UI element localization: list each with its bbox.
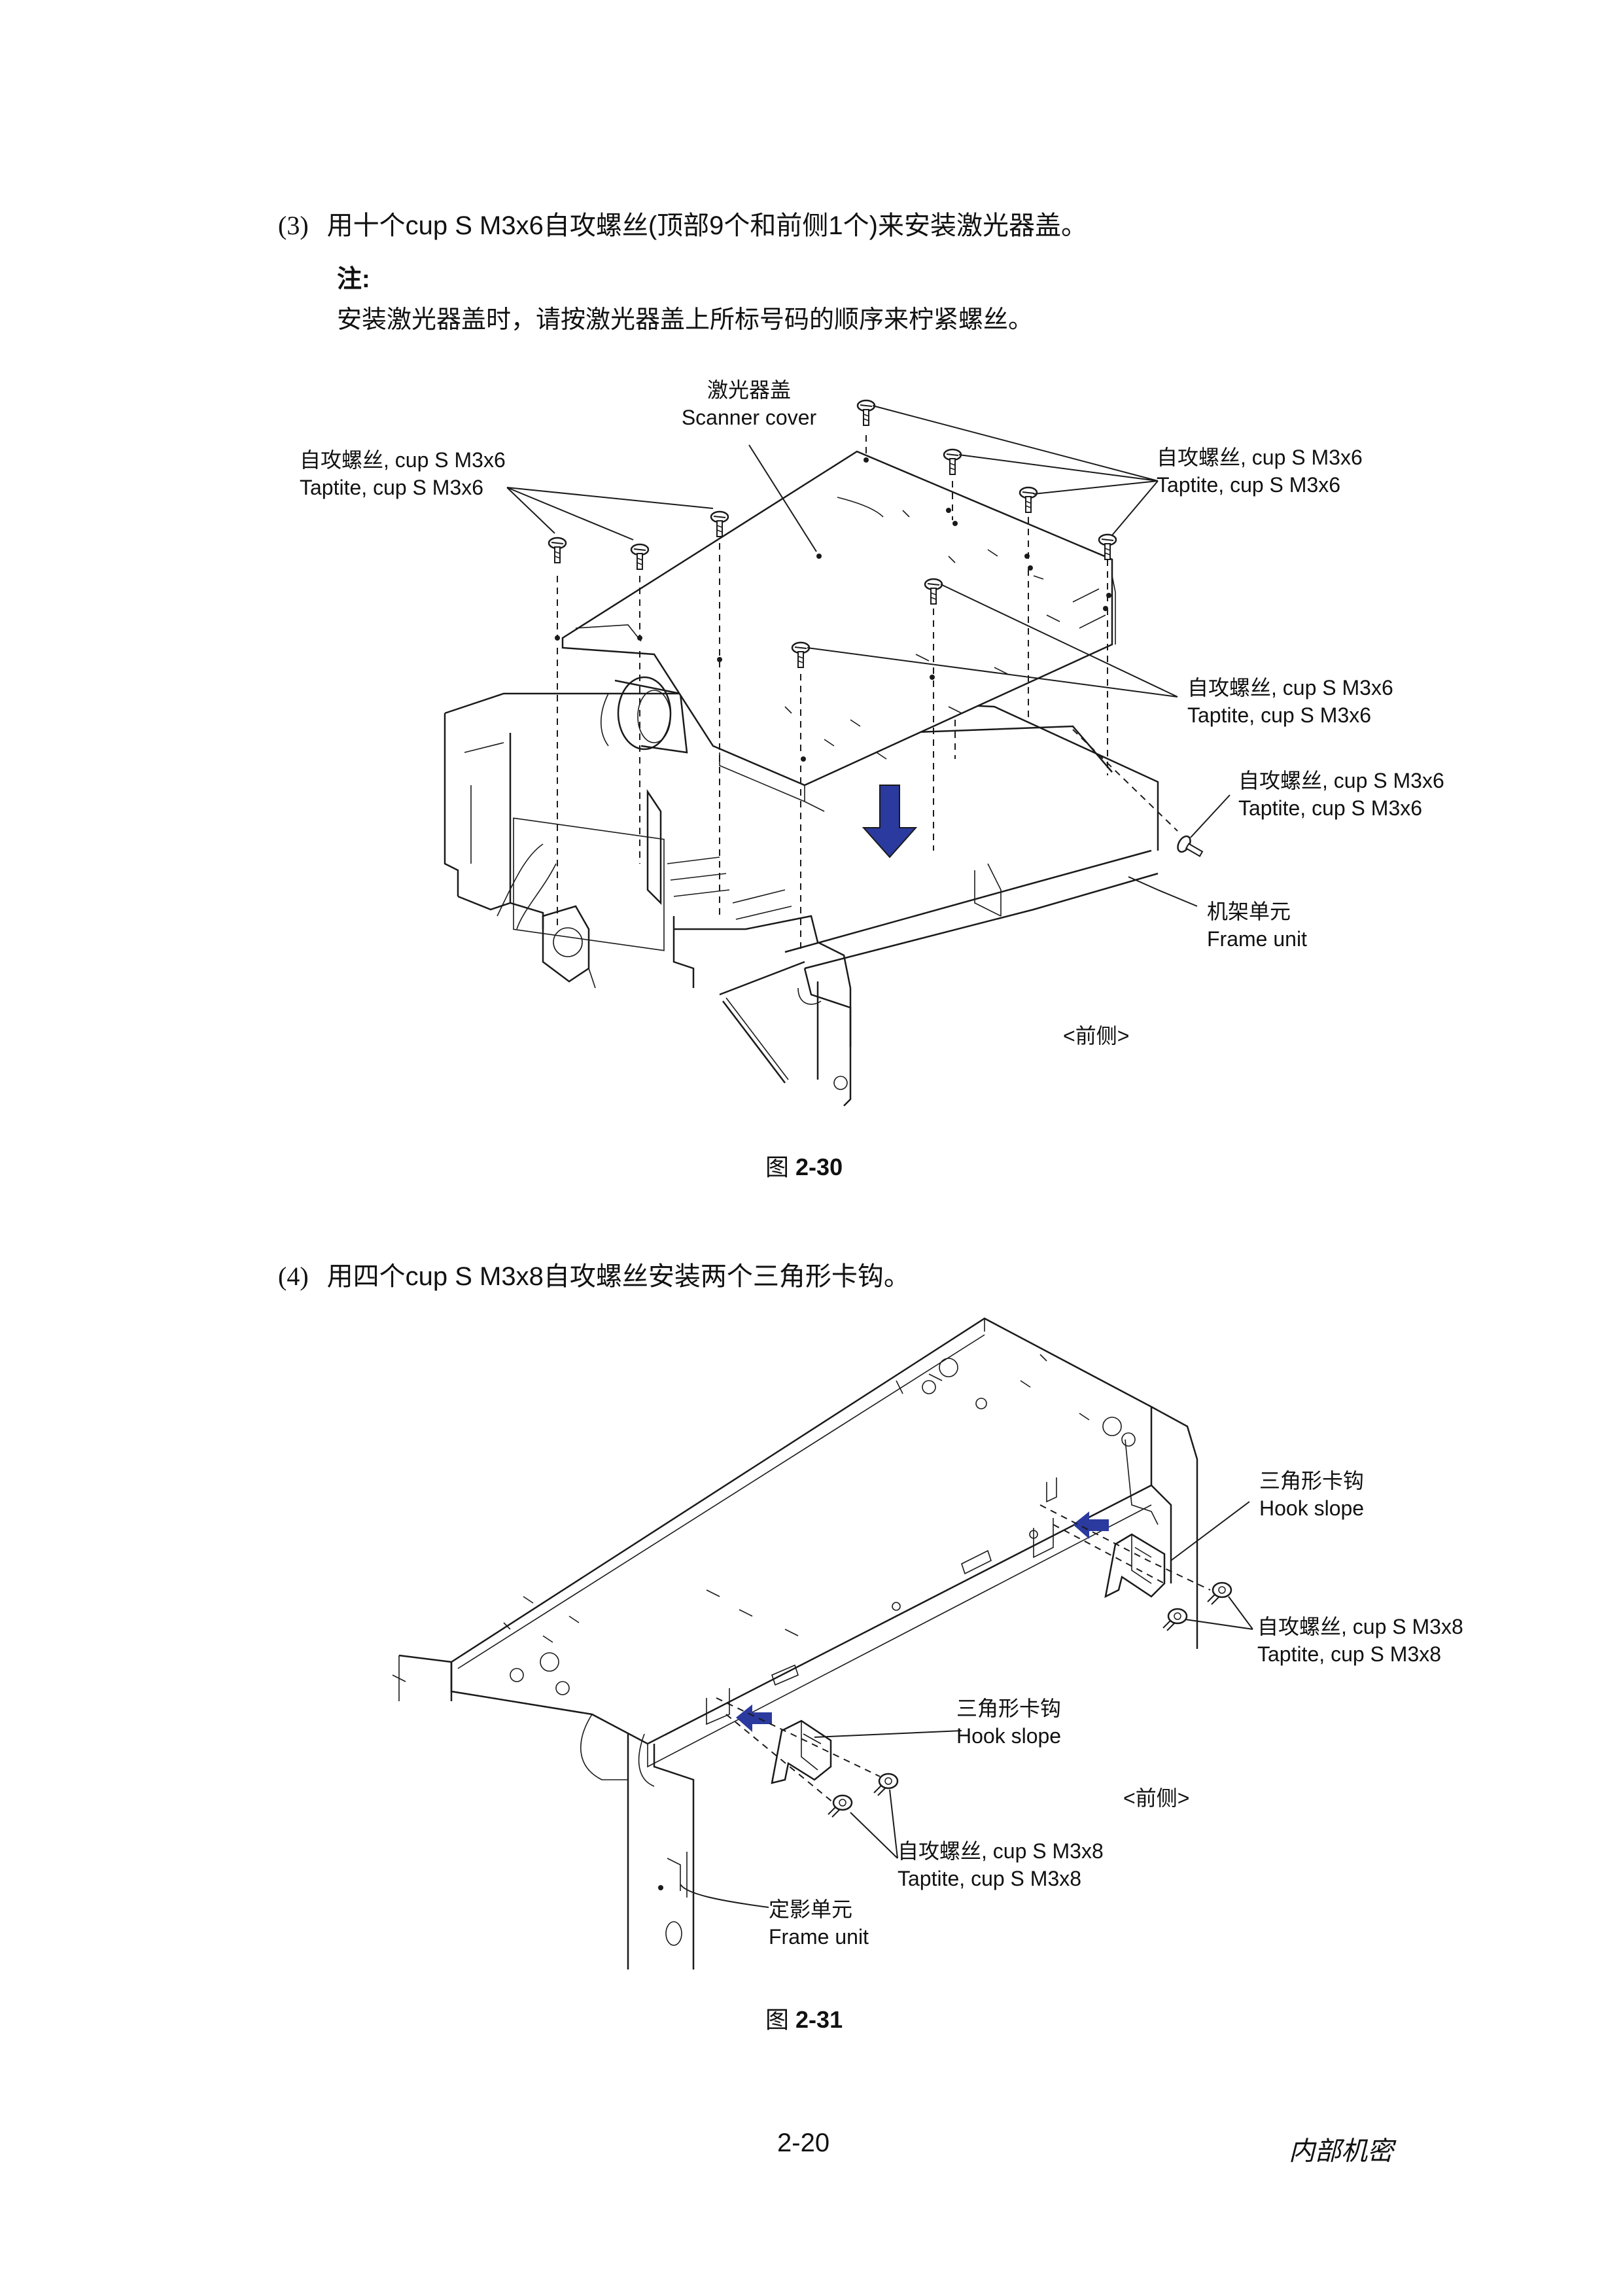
confidential-mark: 内部机密 (1289, 2136, 1393, 2166)
step-number: (3) (278, 211, 309, 240)
label-screw-front: 自攻螺丝, cup S M3x6 Taptite, cup S M3x6 (1238, 769, 1444, 820)
note-text: 安装激光器盖时，请按激光器盖上所标号码的顺序来柠紧螺丝。 (337, 306, 1034, 334)
figure-2-30-scanner-cover-illustration (0, 399, 1623, 1178)
hook-slope-right-drawing (1106, 1534, 1164, 1597)
frame-unit-plate (451, 1318, 1151, 1744)
hook-insert-arrow-right-icon (1073, 1511, 1109, 1539)
install-direction-arrow-icon (864, 785, 916, 857)
screw-icon (827, 1794, 853, 1818)
label-screw-left: 自攻螺丝, cup S M3x6 Taptite, cup S M3x6 (300, 448, 506, 499)
screw-icon (1206, 1581, 1232, 1606)
label-front-side: <前侧> (1063, 1024, 1130, 1048)
step-number: (4) (278, 1262, 309, 1291)
label-scanner-cover: 激光器盖 Scanner cover (681, 378, 817, 429)
note-heading: 注: (337, 266, 370, 293)
label-frame-unit: 机架单元 Frame unit (1207, 900, 1307, 951)
step-3-instruction: (3) 用十个cup S M3x6自攻螺丝(顶部9个和前侧1个)来安装激光器盖。 (278, 204, 1087, 242)
figure-2-31-hook-slope-illustration (0, 0, 1623, 2094)
figure-caption: 图 2-30 (765, 1154, 843, 1180)
label-screw-mid: 自攻螺丝, cup S M3x6 Taptite, cup S M3x6 (1187, 676, 1393, 727)
label-screw-right: 自攻螺丝, cup S M3x6 Taptite, cup S M3x6 (1157, 446, 1363, 497)
label-frame-unit: 定影单元 Frame unit (769, 1898, 869, 1949)
step-text: 用四个cup S M3x8自攻螺丝安装两个三角形卡钩。 (326, 1262, 910, 1291)
screw-icon (873, 1773, 899, 1797)
step-text: 用十个cup S M3x6自攻螺丝(顶部9个和前侧1个)来安装激光器盖。 (326, 211, 1087, 240)
page-number: 2-20 (777, 2128, 830, 2157)
label-front-side: <前侧> (1123, 1786, 1190, 1810)
screw-icon (1162, 1608, 1188, 1632)
figure-caption: 图 2-31 (765, 2006, 843, 2033)
hook-insert-arrow-mid-icon (736, 1704, 772, 1732)
label-hook-slope-right: 三角形卡钩 Hook slope (1259, 1469, 1365, 1520)
label-screw-mid: 自攻螺丝, cup S M3x8 Taptite, cup S M3x8 (898, 1839, 1104, 1890)
screw-icon (1176, 834, 1206, 862)
label-hook-slope-mid: 三角形卡钩 Hook slope (956, 1697, 1062, 1748)
label-screw-right: 自攻螺丝, cup S M3x8 Taptite, cup S M3x8 (1257, 1615, 1463, 1666)
step-4-instruction: (4) 用四个cup S M3x8自攻螺丝安装两个三角形卡钩。 (278, 1255, 910, 1293)
